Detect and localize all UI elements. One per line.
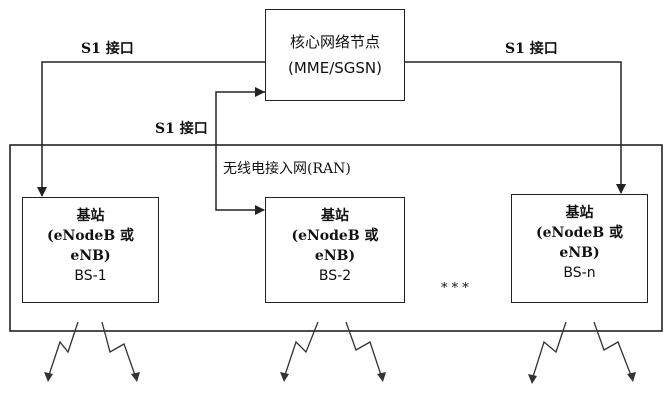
bolt-bsn-a bbox=[531, 321, 567, 381]
s1-middle-arrow-up bbox=[255, 87, 265, 97]
bolt-tip-1 bbox=[44, 372, 53, 382]
bsn-title: 基站 bbox=[565, 205, 594, 221]
bs2-type-abbr: eNB) bbox=[314, 248, 356, 264]
bolt-tip-5 bbox=[528, 374, 537, 384]
s1-label-left: S1 接口 bbox=[81, 41, 134, 57]
bolt-bsn-b bbox=[593, 321, 633, 379]
bolt-bs2-a bbox=[283, 321, 319, 379]
bs2-id: BS-2 bbox=[318, 268, 352, 284]
ran-label: 无线电接入网(RAN) bbox=[223, 161, 351, 177]
base-station-n: 基站 (eNodeB 或 eNB) BS-n bbox=[511, 194, 648, 303]
base-station-2: 基站 (eNodeB 或 eNB) BS-2 bbox=[265, 197, 405, 303]
bsn-type-abbr: eNB) bbox=[559, 245, 600, 261]
bolt-tip-2 bbox=[131, 372, 140, 382]
bolt-tip-3 bbox=[280, 372, 289, 382]
bolt-tip-4 bbox=[377, 372, 386, 382]
bs1-type: (eNodeB 或 bbox=[46, 228, 135, 244]
s1-label-right: S1 接口 bbox=[505, 41, 558, 57]
bolt-bs1-b bbox=[101, 321, 137, 379]
bs2-type: (eNodeB 或 bbox=[291, 228, 379, 244]
s1-line-middle bbox=[215, 91, 265, 215]
bs1-id: BS-1 bbox=[74, 268, 107, 284]
base-station-1: 基站 (eNodeB 或 eNB) BS-1 bbox=[22, 197, 159, 303]
bs1-type-abbr: eNB) bbox=[70, 248, 111, 264]
core-subtitle: (MME/SGSN) bbox=[287, 59, 382, 77]
bsn-type: (eNodeB 或 bbox=[535, 225, 624, 241]
core-network-node: 核心网络节点 (MME/SGSN) bbox=[265, 9, 405, 101]
ellipsis: * * * bbox=[441, 281, 469, 296]
bs2-title: 基站 bbox=[321, 208, 349, 224]
core-title: 核心网络节点 bbox=[289, 33, 380, 51]
bs1-title: 基站 bbox=[76, 208, 105, 224]
bolt-tip-6 bbox=[627, 372, 636, 382]
s1-line-right bbox=[405, 61, 626, 194]
ran-frame bbox=[9, 144, 663, 332]
s1-line-left bbox=[37, 61, 265, 197]
s1-label-middle: S1 接口 bbox=[155, 121, 208, 137]
bolt-bs2-b bbox=[345, 321, 383, 379]
bolt-bs1-a bbox=[47, 321, 79, 379]
radio-bolts bbox=[47, 321, 633, 381]
bsn-id: BS-n bbox=[563, 265, 596, 281]
